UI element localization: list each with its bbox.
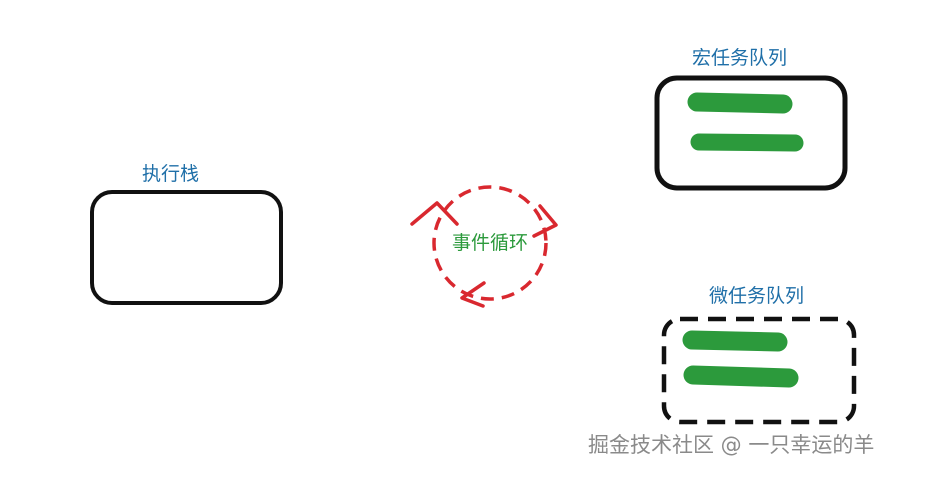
micro-task-bar <box>682 330 788 352</box>
micro-queue-label: 微任务队列 <box>709 285 805 307</box>
execution-stack-box <box>90 190 283 305</box>
event-loop-label: 事件循环 <box>452 232 529 254</box>
event-loop-arrowhead <box>460 281 486 308</box>
macro-task-bar <box>690 133 804 152</box>
execution-stack-label: 执行栈 <box>142 163 200 185</box>
watermark: 掘金技术社区 @ 一只幸运的羊 <box>588 433 875 457</box>
macro-queue-box <box>654 75 848 191</box>
macro-task-bar <box>687 92 793 114</box>
macro-queue-label: 宏任务队列 <box>692 47 788 69</box>
event-loop-circle <box>432 185 548 301</box>
event-loop-arrowhead <box>410 201 459 226</box>
event-loop-arrowhead <box>532 204 558 238</box>
micro-task-bar <box>683 365 799 388</box>
